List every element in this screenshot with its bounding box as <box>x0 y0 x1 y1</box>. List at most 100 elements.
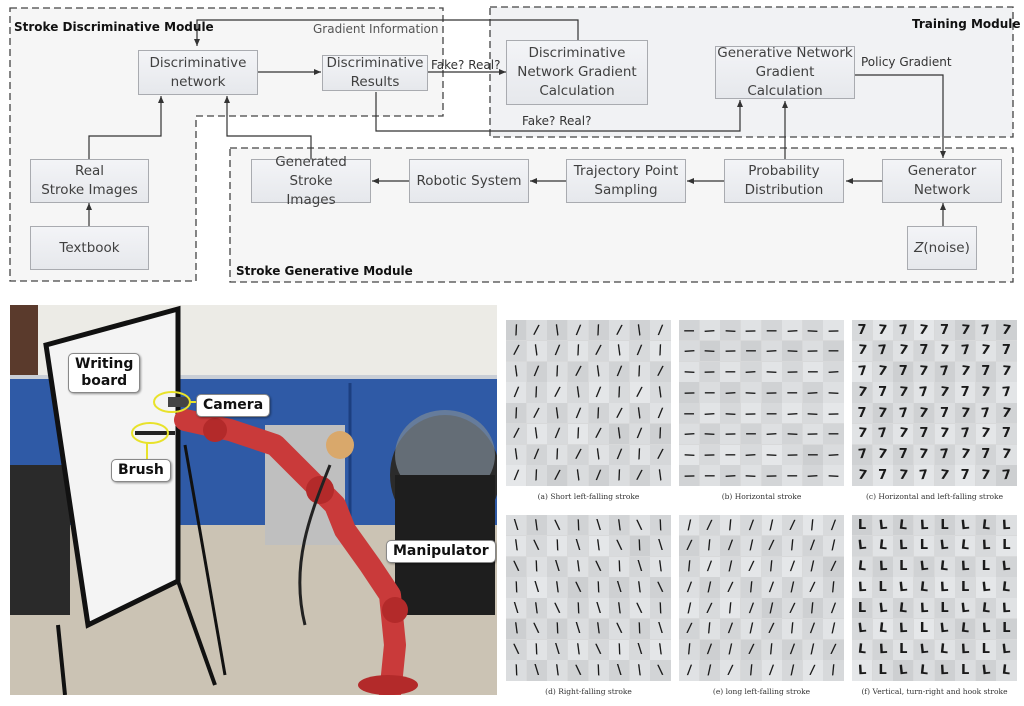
stroke-sample-cell: \ <box>629 515 650 536</box>
stroke-sample-cell: \ <box>567 639 588 660</box>
stroke-glyph: — <box>786 323 799 337</box>
stroke-sample-cell: L <box>893 515 914 536</box>
stroke-glyph: / <box>727 538 734 554</box>
stroke-glyph: — <box>765 468 778 483</box>
stroke-glyph: 7 <box>857 322 867 338</box>
stroke-glyph: — <box>724 468 737 483</box>
stroke-glyph: / <box>830 538 837 554</box>
stroke-sample-cell: / <box>567 423 588 444</box>
stroke-sample-cell: \ <box>526 639 547 660</box>
stroke-glyph: / <box>726 600 735 616</box>
stroke-sample-cell: / <box>782 660 803 681</box>
stroke-glyph: — <box>765 364 778 379</box>
policy-gradient-arrow <box>853 74 946 158</box>
stroke-glyph: / <box>554 426 561 442</box>
stroke-glyph: — <box>724 406 737 420</box>
stroke-glyph: L <box>919 600 929 616</box>
stroke-sample-cell: / <box>823 556 844 577</box>
stroke-glyph: \ <box>615 621 623 637</box>
stroke-glyph: L <box>919 517 929 533</box>
stroke-glyph: L <box>898 662 909 679</box>
stroke-sample-cell: / <box>699 577 720 598</box>
stroke-glyph: L <box>857 600 867 616</box>
stroke-glyph: 7 <box>877 426 888 442</box>
stroke-sample-cell: \ <box>547 535 568 556</box>
stroke-sample-cell: L <box>934 515 955 536</box>
stroke-sample-cell: / <box>782 535 803 556</box>
stroke-sample-cell: 7 <box>852 465 873 486</box>
stroke-sample-cell: — <box>679 423 700 444</box>
stroke-glyph: — <box>724 323 737 337</box>
stroke-sample-cell: \ <box>588 618 609 639</box>
stroke-sample-cell: 7 <box>955 340 976 361</box>
stroke-sample-cell: — <box>679 340 700 361</box>
trajectory-sampling-box: Trajectory Point Sampling <box>566 159 686 203</box>
stroke-sample-cell: — <box>699 403 720 424</box>
stroke-sample-cell: L <box>852 639 873 660</box>
stroke-sample-cell: — <box>823 382 844 403</box>
stroke-sample-cell: / <box>629 320 650 341</box>
stroke-sample-cell: L <box>975 598 996 619</box>
stroke-glyph: — <box>786 406 799 420</box>
stroke-sample-cell: / <box>650 423 671 444</box>
generative-module-label: Stroke Generative Module <box>236 264 413 278</box>
stroke-sample-cell: L <box>955 577 976 598</box>
stroke-sample-cell: \ <box>588 660 609 681</box>
stroke-sample-cell: L <box>955 515 976 536</box>
stroke-sample-cell: 7 <box>934 403 955 424</box>
stroke-glyph: \ <box>657 579 664 596</box>
stroke-glyph: / <box>726 517 735 533</box>
stroke-glyph: / <box>686 579 692 595</box>
stroke-glyph: — <box>786 427 799 441</box>
stroke-glyph: — <box>827 427 839 441</box>
stroke-glyph: / <box>685 621 693 637</box>
stroke-glyph: / <box>614 384 624 401</box>
stroke-sample-cell: / <box>720 660 741 681</box>
stroke-sample-cell: / <box>740 556 761 577</box>
stroke-glyph: / <box>686 517 693 533</box>
stroke-glyph: — <box>786 385 798 399</box>
stroke-sample-cell: L <box>934 618 955 639</box>
stroke-sample-cell: — <box>740 320 761 341</box>
stroke-sample-cell: / <box>782 618 803 639</box>
stroke-glyph: — <box>806 406 819 420</box>
stroke-sample-cell: — <box>740 444 761 465</box>
stroke-glyph: / <box>594 322 603 338</box>
stroke-sample-cell: / <box>609 465 630 486</box>
stroke-glyph: / <box>747 641 755 658</box>
stroke-sample-cell: — <box>720 320 741 341</box>
stroke-glyph: — <box>765 344 778 358</box>
stroke-glyph: — <box>683 468 695 483</box>
stroke-sample-cell: L <box>872 598 893 619</box>
stroke-glyph: L <box>940 517 949 533</box>
stroke-glyph: / <box>511 322 521 338</box>
stroke-sample-cell: 7 <box>975 340 996 361</box>
stroke-glyph: — <box>765 427 778 441</box>
stroke-sample-cell: / <box>547 444 568 465</box>
stroke-sample-cell: / <box>782 515 803 536</box>
stroke-sample-cell: 7 <box>913 444 934 465</box>
stroke-sample-cell: 7 <box>955 361 976 382</box>
stroke-sample-cell: — <box>699 382 720 403</box>
stroke-sample-cell: / <box>547 423 568 444</box>
stroke-sample-cell: \ <box>526 618 547 639</box>
stroke-glyph: 7 <box>980 384 991 401</box>
stroke-sample-cell: L <box>913 556 934 577</box>
stroke-glyph: / <box>533 446 540 463</box>
stroke-glyph: / <box>706 517 714 533</box>
stroke-sample-cell: / <box>567 361 588 382</box>
stroke-glyph: \ <box>574 579 582 596</box>
stroke-sample-cell: L <box>934 639 955 660</box>
stroke-glyph: \ <box>573 517 583 533</box>
stroke-glyph: — <box>807 365 819 379</box>
stroke-sample-cell: — <box>679 403 700 424</box>
stroke-sample-cell: L <box>996 618 1017 639</box>
stroke-sample-cell: L <box>996 535 1017 556</box>
stroke-sample-cell: \ <box>650 535 671 556</box>
stroke-glyph: 7 <box>898 467 909 484</box>
stroke-sample-cell: / <box>699 515 720 536</box>
stroke-glyph: / <box>767 641 776 658</box>
gradient-information-label: Gradient Information <box>313 22 439 36</box>
stroke-glyph: / <box>727 621 734 637</box>
stroke-grid-panel: ————————————————————————————————————————… <box>679 320 844 486</box>
